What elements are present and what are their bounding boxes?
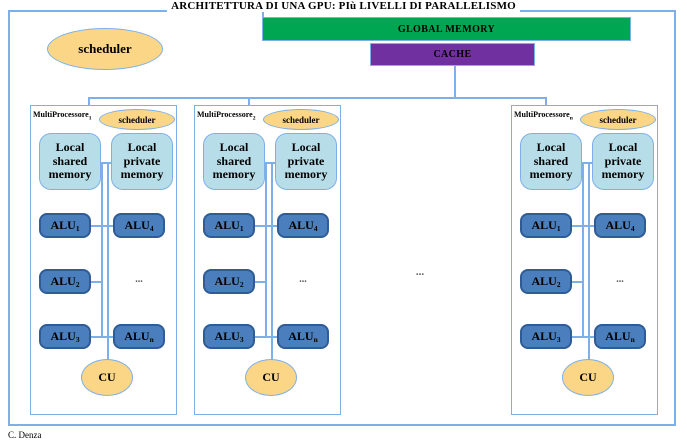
multiprocessor-n-label: MultiProcessoren [514,110,573,122]
mp3-alu2-connector [572,281,584,283]
mp3-bus-line-right [588,162,590,336]
mp1-cu-ellipse: CU [81,359,133,396]
global-memory-box: GLOBAL MEMORY [262,17,631,41]
mp2-cu-connector [271,336,273,360]
multiprocessor-ellipsis: ... [415,266,425,278]
multiprocessor-2-label: MultiProcessore2 [197,110,256,122]
mp2-alu1-alu4-connector [255,225,279,227]
mp1-scheduler-ellipse: scheduler [99,109,175,130]
page-title: ARCHITETTURA DI UNA GPU: PIù LIVELLI DI … [0,0,687,12]
connector-drop-mp2 [248,97,250,105]
mp2-alu2-connector [255,281,267,283]
mp1-bus-line-right [107,162,109,336]
connector-bus-horizontal [88,97,546,99]
mp3-cu-connector [588,336,590,360]
mp2-alu3-alun-connector [255,336,279,338]
mp3-scheduler-ellipse: scheduler [580,109,656,130]
mp1-alu2-connector [91,281,103,283]
mp3-local-shared-memory: Local shared memory [520,133,582,190]
mp3-alu-ellipsis: ... [616,274,624,285]
mp1-local-private-memory: Local private memory [111,133,173,190]
connector-cache-down [454,66,456,97]
mp2-local-private-memory: Local private memory [275,133,337,190]
global-scheduler-ellipse: scheduler [47,28,163,70]
multiprocessor-2: MultiProcessore2 scheduler Local shared … [194,105,341,415]
connector-title-to-global-memory [262,10,264,17]
mp3-local-private-memory: Local private memory [592,133,654,190]
multiprocessor-1-label: MultiProcessore1 [33,110,92,122]
mp1-alu1-alu4-connector [91,225,115,227]
mp2-bus-line-right [271,162,273,336]
mp1-cu-connector [107,336,109,360]
connector-drop-mp1 [88,97,90,105]
mp1-bus-line-left [101,162,103,336]
mp3-alu1-alu4-connector [572,225,596,227]
mp3-alu3-alun-connector [572,336,596,338]
connector-drop-mp3 [545,97,547,105]
mp2-alu-ellipsis: ... [299,274,307,285]
mp3-cu-ellipse: CU [562,359,614,396]
mp1-local-shared-memory: Local shared memory [39,133,101,190]
mp1-alu3-alun-connector [91,336,115,338]
mp1-alu-ellipsis: ... [135,274,143,285]
mp2-bus-line-left [265,162,267,336]
multiprocessor-n: MultiProcessoren scheduler Local shared … [511,105,658,415]
mp2-local-shared-memory: Local shared memory [203,133,265,190]
mp2-scheduler-ellipse: scheduler [263,109,339,130]
multiprocessor-1: MultiProcessore1 scheduler Local shared … [30,105,177,415]
mp3-bus-line-left [582,162,584,336]
author-credit: C. Denza [8,430,42,440]
cache-box: CACHE [370,43,535,66]
mp2-cu-ellipse: CU [245,359,297,396]
